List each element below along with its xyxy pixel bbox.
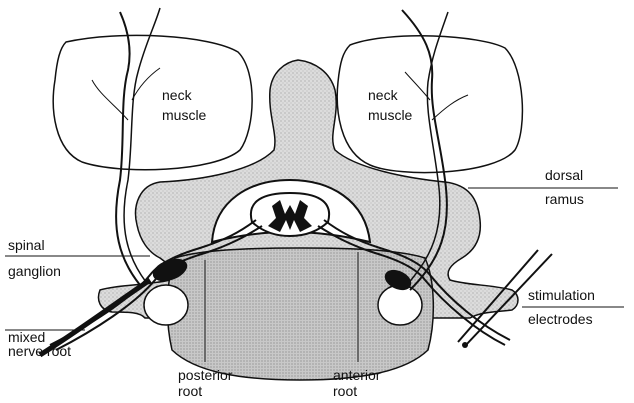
mixed-nerve-root-label: mixed nerve root <box>8 329 71 359</box>
electrode-tip <box>462 342 468 348</box>
neck-muscle-left-outline <box>53 35 252 169</box>
spinal-ganglion-label: spinal ganglion <box>8 237 61 279</box>
posterior-root-label: posterior root <box>178 367 236 399</box>
transverse-foramen-left <box>144 285 188 325</box>
dorsal-ramus-label: dorsal ramus <box>545 167 587 207</box>
transverse-foramen-right <box>378 285 422 325</box>
anterior-root-label: anterior root <box>333 367 384 399</box>
